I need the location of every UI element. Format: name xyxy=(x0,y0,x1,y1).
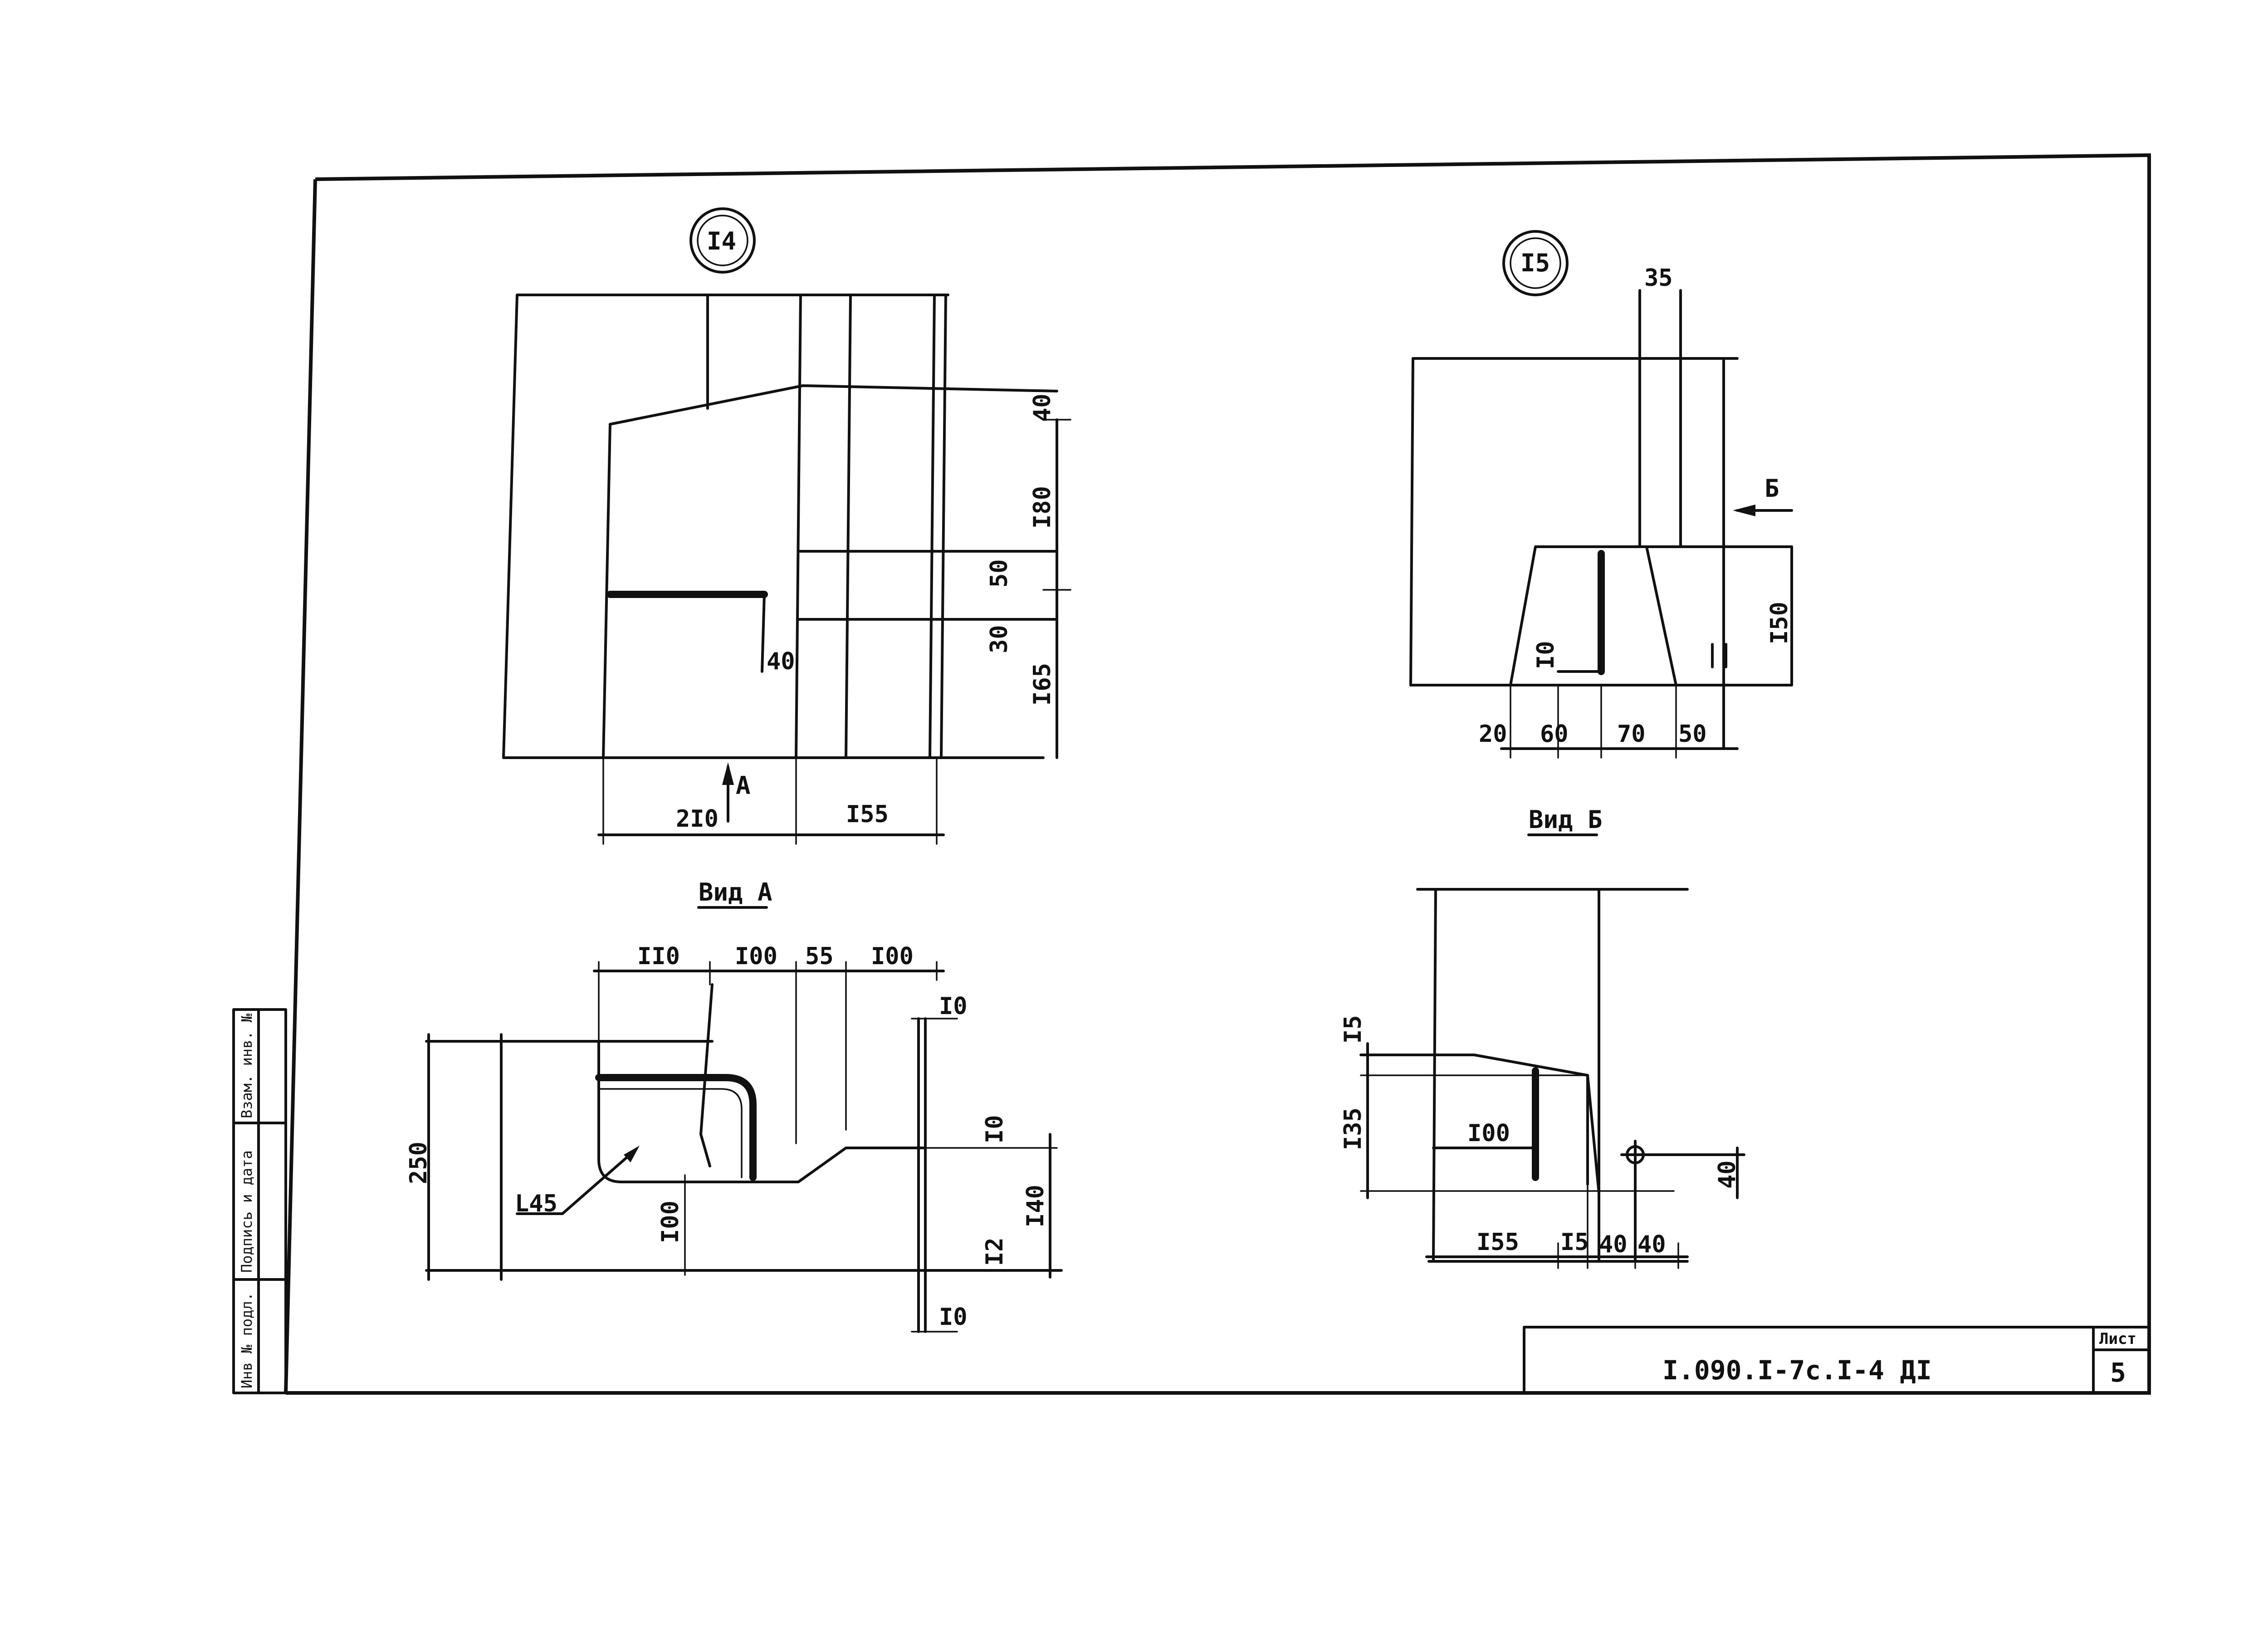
node-15-marker xyxy=(1502,230,1569,296)
view-a-dim-10-bottom: I0 xyxy=(939,1304,968,1331)
title-block: I.090.I-7c.I-4 ДI Лист 5 xyxy=(1523,1326,2151,1394)
node-15-number: I5 xyxy=(1520,249,1550,277)
node-14: I4 40 I80 50 30 I65 40 2I0 I55 xyxy=(502,207,1071,845)
view-b-dim-155: I55 xyxy=(1476,1229,1519,1256)
document-code: I.090.I-7c.I-4 ДI xyxy=(1662,1355,1932,1386)
view-a-dim-100-inner: I00 xyxy=(657,1201,684,1243)
node-14-dim-180: I80 xyxy=(1029,486,1056,529)
view-a: Вид А II0 I00 55 I00 250 L45 I00 xyxy=(405,878,1063,1333)
stamp-replacement-inv-no: Взам. инв. № xyxy=(238,1013,255,1118)
node-15: I5 35 I50 I0 20 60 70 50 Б xyxy=(1409,230,1793,759)
stamp-signature-date: Подпись и дата xyxy=(238,1150,255,1273)
view-a-dim-140: I40 xyxy=(1022,1185,1049,1227)
node-15-dim-70: 70 xyxy=(1617,721,1646,748)
view-a-dim-250: 250 xyxy=(405,1142,432,1184)
view-b: Вид Б I5 I35 I00 40 I55 I5 40 40 xyxy=(1339,805,1745,1269)
node-15-dim-150: I50 xyxy=(1766,602,1793,644)
view-b-dim-15: I5 xyxy=(1339,1015,1367,1044)
view-a-dim-100a: I00 xyxy=(735,943,777,970)
view-b-dim-40-right: 40 xyxy=(1714,1160,1741,1189)
node-15-dim-35: 35 xyxy=(1644,265,1673,292)
view-a-angle-leader xyxy=(561,1149,636,1215)
stamp-inv-no: Инв № подл. xyxy=(238,1292,255,1388)
node-15-dim-50: 50 xyxy=(1678,721,1707,748)
node-14-marker xyxy=(689,207,756,274)
view-b-arrow-label: Б xyxy=(1765,474,1779,503)
view-b-title: Вид Б xyxy=(1529,805,1603,834)
view-b-dim-40a: 40 xyxy=(1599,1231,1628,1258)
node-15-dim-20: 20 xyxy=(1479,721,1507,748)
sheet-number: 5 xyxy=(2110,1357,2126,1388)
view-a-dim-110: II0 xyxy=(637,943,680,970)
view-a-dim-10-top: I0 xyxy=(939,993,968,1020)
view-a-dim-100b: I00 xyxy=(871,943,914,970)
view-a-title: Вид А xyxy=(699,878,772,907)
view-a-arrow-label: А xyxy=(736,771,751,800)
node-14-dim-40: 40 xyxy=(1029,393,1056,422)
node-15-dim-10: I0 xyxy=(1532,641,1559,669)
view-a-dim-55: 55 xyxy=(805,943,834,970)
view-b-dim-135: I35 xyxy=(1339,1108,1367,1150)
view-b-dim-15-bottom: I5 xyxy=(1560,1229,1589,1256)
view-a-angle-label: L45 xyxy=(515,1190,557,1217)
sheet-label: Лист xyxy=(2099,1330,2136,1348)
node-14-dim-40-inner: 40 xyxy=(767,648,795,675)
view-b-dim-100: I00 xyxy=(1467,1120,1510,1147)
node-14-number: I4 xyxy=(707,227,736,255)
view-b-dim-40b: 40 xyxy=(1637,1231,1666,1258)
view-a-dim-12: I2 xyxy=(981,1237,1008,1266)
sheet-frame xyxy=(284,153,2151,1395)
node-14-dim-50: 50 xyxy=(986,559,1013,588)
node-14-dim-30: 30 xyxy=(986,625,1013,653)
node-14-dim-165: I65 xyxy=(1029,663,1056,706)
node-15-dim-60: 60 xyxy=(1540,721,1569,748)
side-stamp: Инв № подл. Подпись и дата Взам. инв. № xyxy=(232,1008,287,1394)
view-a-dim-10-mid: I0 xyxy=(981,1115,1008,1143)
node-14-dim-210: 2I0 xyxy=(676,805,719,833)
node-14-dim-155: I55 xyxy=(846,801,889,828)
